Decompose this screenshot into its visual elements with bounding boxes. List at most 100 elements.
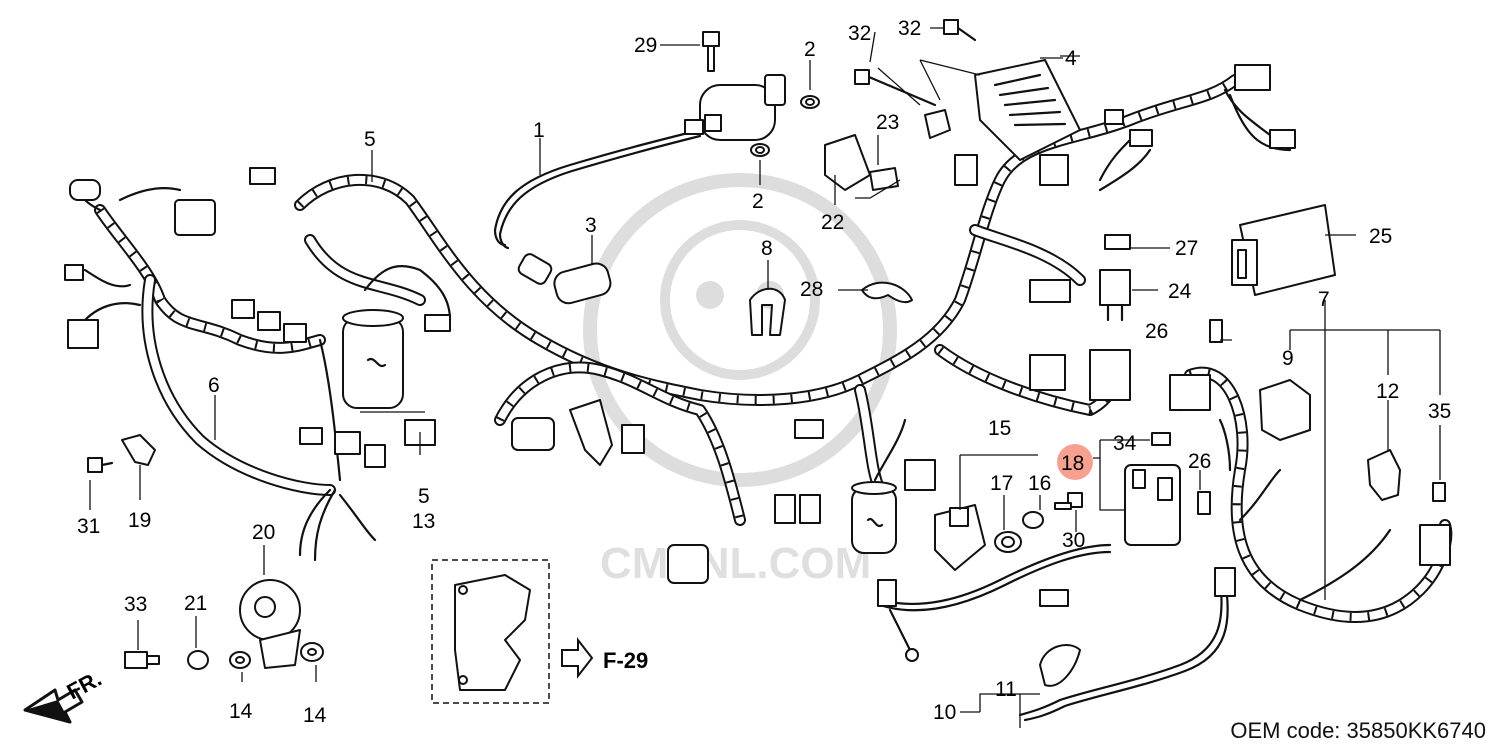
connector-27 <box>1104 234 1131 250</box>
callout-20: 20 <box>252 521 275 544</box>
reference-arrow: F-29 <box>561 637 648 679</box>
callout-5-bottom: 5 <box>418 485 430 508</box>
connector-right-5 <box>1419 524 1451 566</box>
callout-22: 22 <box>821 211 844 234</box>
callout-2-top: 2 <box>804 38 816 61</box>
collar-21 <box>187 650 209 670</box>
connector-lead-top <box>1223 88 1272 137</box>
fuse-35 <box>1432 482 1446 502</box>
callout-14-left: 14 <box>229 700 253 723</box>
callout-26-top: 26 <box>1145 320 1168 343</box>
collar-16 <box>1022 511 1044 529</box>
front-direction-arrow: FR. <box>23 666 106 724</box>
connector-right-2 <box>1029 354 1066 391</box>
connector-row-2 <box>257 311 281 331</box>
connector-pair-2 <box>799 494 821 524</box>
bolt-33 <box>124 651 160 669</box>
bolt-26-bottom <box>1197 491 1211 515</box>
clip-19 <box>121 434 156 466</box>
condenser-left <box>342 309 404 409</box>
oem-code: OEM code: 35850KK6740 <box>1230 718 1486 743</box>
connector-top-left <box>249 167 276 185</box>
washer-2-bottom <box>750 143 770 157</box>
condenser-right <box>851 481 897 554</box>
callout-12: 12 <box>1376 380 1399 403</box>
connector-reg <box>954 154 978 186</box>
cdi-unit-25 <box>1231 204 1336 296</box>
connector-pair-1 <box>774 494 796 524</box>
bolt-32-right <box>943 19 977 42</box>
callout-5-top: 5 <box>364 128 376 151</box>
connector-right-1 <box>1029 279 1071 303</box>
connector-lead-mid-2 <box>1098 148 1152 192</box>
highlight-marker <box>1057 444 1093 480</box>
horn-20 <box>239 579 301 669</box>
connector-bottom-4 <box>1214 567 1236 597</box>
starter-relay-18 <box>1124 464 1181 546</box>
bracket-terminal <box>924 109 951 139</box>
sub-wire-harness-7 <box>1184 366 1453 623</box>
callout-8: 8 <box>761 237 773 260</box>
callout-24: 24 <box>1168 280 1192 303</box>
callout-32-left: 32 <box>848 22 871 45</box>
connector-left-large <box>174 199 216 236</box>
connector-left-2 <box>64 264 84 281</box>
connector-mid-4 <box>904 459 936 491</box>
boot-11 <box>1039 644 1081 687</box>
callout-23: 23 <box>876 111 899 134</box>
callout-35: 35 <box>1428 400 1451 423</box>
screw-31 <box>87 457 114 473</box>
connector-bottom-2 <box>1039 589 1069 607</box>
callout-18: 18 <box>1061 452 1084 475</box>
connector-row-3 <box>283 323 307 343</box>
connector-right-4 <box>1169 374 1211 411</box>
callout-27: 27 <box>1175 237 1198 260</box>
bolt-32-left <box>854 69 937 107</box>
condenser-lead-2 <box>873 418 907 482</box>
connector-lead-top-2 <box>1228 93 1292 152</box>
grommet-17 <box>994 531 1022 553</box>
callout-11: 11 <box>995 678 1017 701</box>
cover-23 <box>869 167 899 191</box>
connector-row-1 <box>231 299 255 319</box>
callout-30: 30 <box>1062 529 1085 552</box>
callout-1: 1 <box>533 119 545 142</box>
callout-34: 34 <box>1113 432 1137 455</box>
sub-wire-harness-6 <box>80 180 377 562</box>
ignition-coil-lead-outer <box>498 134 702 250</box>
callout-25: 25 <box>1369 225 1392 248</box>
callout-2-bottom: 2 <box>752 190 764 213</box>
bracket-mid <box>569 399 613 466</box>
connector-top-right-4 <box>1104 109 1124 125</box>
connector-bottom-3 <box>877 579 897 607</box>
bolt-29 <box>702 31 720 72</box>
callout-32-right: 32 <box>898 17 921 40</box>
callout-13: 13 <box>412 510 435 533</box>
horn-bracket-reference <box>431 559 550 704</box>
callout-15: 15 <box>988 417 1011 440</box>
connector-top-right-3 <box>1129 129 1153 147</box>
ignition-coil <box>684 74 786 141</box>
washer-14-left <box>229 651 251 669</box>
callout-31: 31 <box>77 515 100 538</box>
switch-15 <box>934 504 986 571</box>
relay-24 <box>1099 269 1131 322</box>
watermark-text: CMSNL.COM <box>600 539 871 588</box>
clamp-28 <box>861 281 913 304</box>
fuse-34 <box>1151 432 1171 446</box>
washer-14-right <box>300 642 324 662</box>
cover-12 <box>1367 449 1401 501</box>
connector-mid-3 <box>794 419 824 439</box>
callout-19: 19 <box>128 509 151 532</box>
connector-mid-2 <box>621 424 645 454</box>
callout-29: 29 <box>634 34 657 57</box>
callout-3: 3 <box>585 214 597 237</box>
callout-10: 10 <box>933 701 956 724</box>
connector-lead-mid <box>1098 138 1132 182</box>
callout-6: 6 <box>208 374 220 397</box>
bolt-30 <box>1054 492 1083 510</box>
condenser-lead <box>363 265 452 322</box>
callout-4: 4 <box>1065 47 1077 70</box>
connector-cluster-3 <box>364 444 386 468</box>
